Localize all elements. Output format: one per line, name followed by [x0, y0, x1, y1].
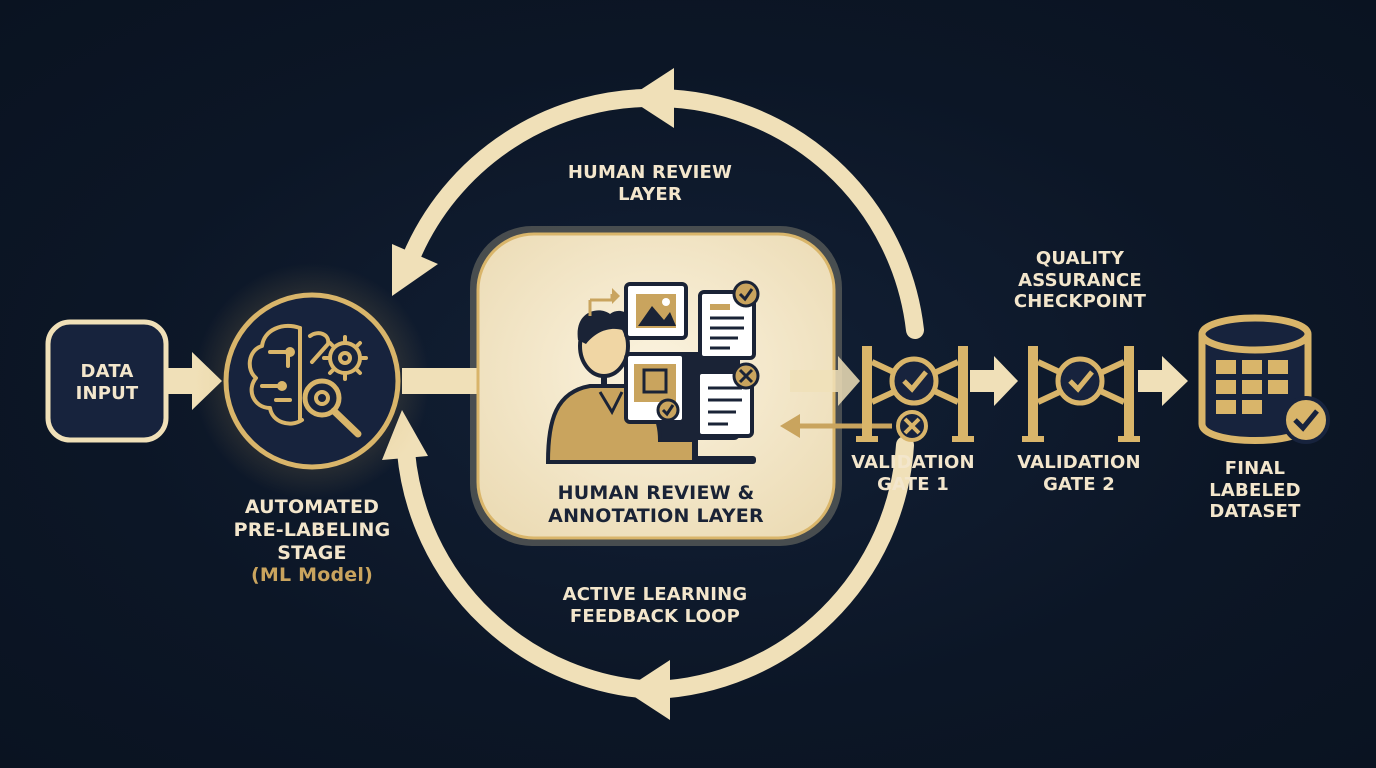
- validation-gate-2-icon: [1022, 346, 1140, 442]
- arrowhead-bottom: [624, 660, 670, 720]
- gate1-line2: GATE 1: [877, 473, 949, 495]
- database-check-icon: [1198, 314, 1330, 444]
- active-learning-line1: ACTIVE LEARNING: [562, 584, 748, 605]
- qa-checkpoint-label: QUALITY ASSURANCE CHECKPOINT: [990, 248, 1170, 313]
- arrow-panel-to-gate1: [790, 356, 860, 406]
- arrow-gate1-to-gate2: [970, 356, 1018, 406]
- data-input-box: [45, 319, 169, 443]
- data-input-line2: INPUT: [75, 382, 139, 404]
- validation-gate-2-label: VALIDATION GATE 2: [1004, 452, 1154, 495]
- human-review-layer-label: HUMAN REVIEW LAYER: [540, 162, 760, 205]
- gate1-line1: VALIDATION: [851, 452, 975, 473]
- final-line1: FINAL: [1224, 458, 1286, 479]
- brain-gear-magnifier-icon: [247, 324, 368, 438]
- validation-gate-1-label: VALIDATION GATE 1: [838, 452, 988, 495]
- human-review-top-line1: HUMAN REVIEW: [567, 162, 733, 183]
- human-review-top-line2: LAYER: [618, 183, 682, 205]
- qa-line2: ASSURANCE: [1018, 269, 1142, 291]
- arrow-reject-to-panel: [780, 414, 892, 438]
- active-learning-line2: FEEDBACK LOOP: [569, 605, 741, 627]
- data-input-label: DATA INPUT: [48, 361, 166, 404]
- pre-labeling-label: AUTOMATED PRE-LABELING STAGE (ML Model): [212, 496, 412, 587]
- data-input-line1: DATA: [80, 361, 134, 382]
- gate2-line2: GATE 2: [1043, 473, 1115, 495]
- annotation-line1: HUMAN REVIEW &: [557, 482, 755, 504]
- final-dataset-label: FINAL LABELED DATASET: [1190, 458, 1320, 523]
- pre-labeling-line3: STAGE: [277, 541, 347, 564]
- pre-labeling-line1: AUTOMATED: [244, 496, 380, 518]
- pre-labeling-sub: (ML Model): [251, 564, 373, 587]
- final-line2: LABELED: [1209, 479, 1301, 501]
- person-at-computer-icon: [545, 280, 760, 464]
- annotation-layer-label: HUMAN REVIEW & ANNOTATION LAYER: [500, 482, 812, 528]
- arrowhead-top: [628, 68, 674, 128]
- arrow-gate2-to-dataset: [1138, 356, 1188, 406]
- validation-gate-1-icon: [856, 346, 974, 442]
- qa-line3: CHECKPOINT: [1013, 291, 1147, 313]
- model-circle: [223, 292, 401, 470]
- active-learning-label: ACTIVE LEARNING FEEDBACK LOOP: [530, 584, 780, 627]
- feedback-loop-ring: [397, 88, 924, 699]
- qa-line1: QUALITY: [1035, 248, 1125, 269]
- arrowhead-upper-left: [392, 244, 438, 296]
- gate2-line1: VALIDATION: [1017, 452, 1141, 473]
- final-line3: DATASET: [1209, 501, 1301, 523]
- pre-labeling-line2: PRE-LABELING: [233, 518, 391, 541]
- annotation-line2: ANNOTATION LAYER: [548, 504, 764, 527]
